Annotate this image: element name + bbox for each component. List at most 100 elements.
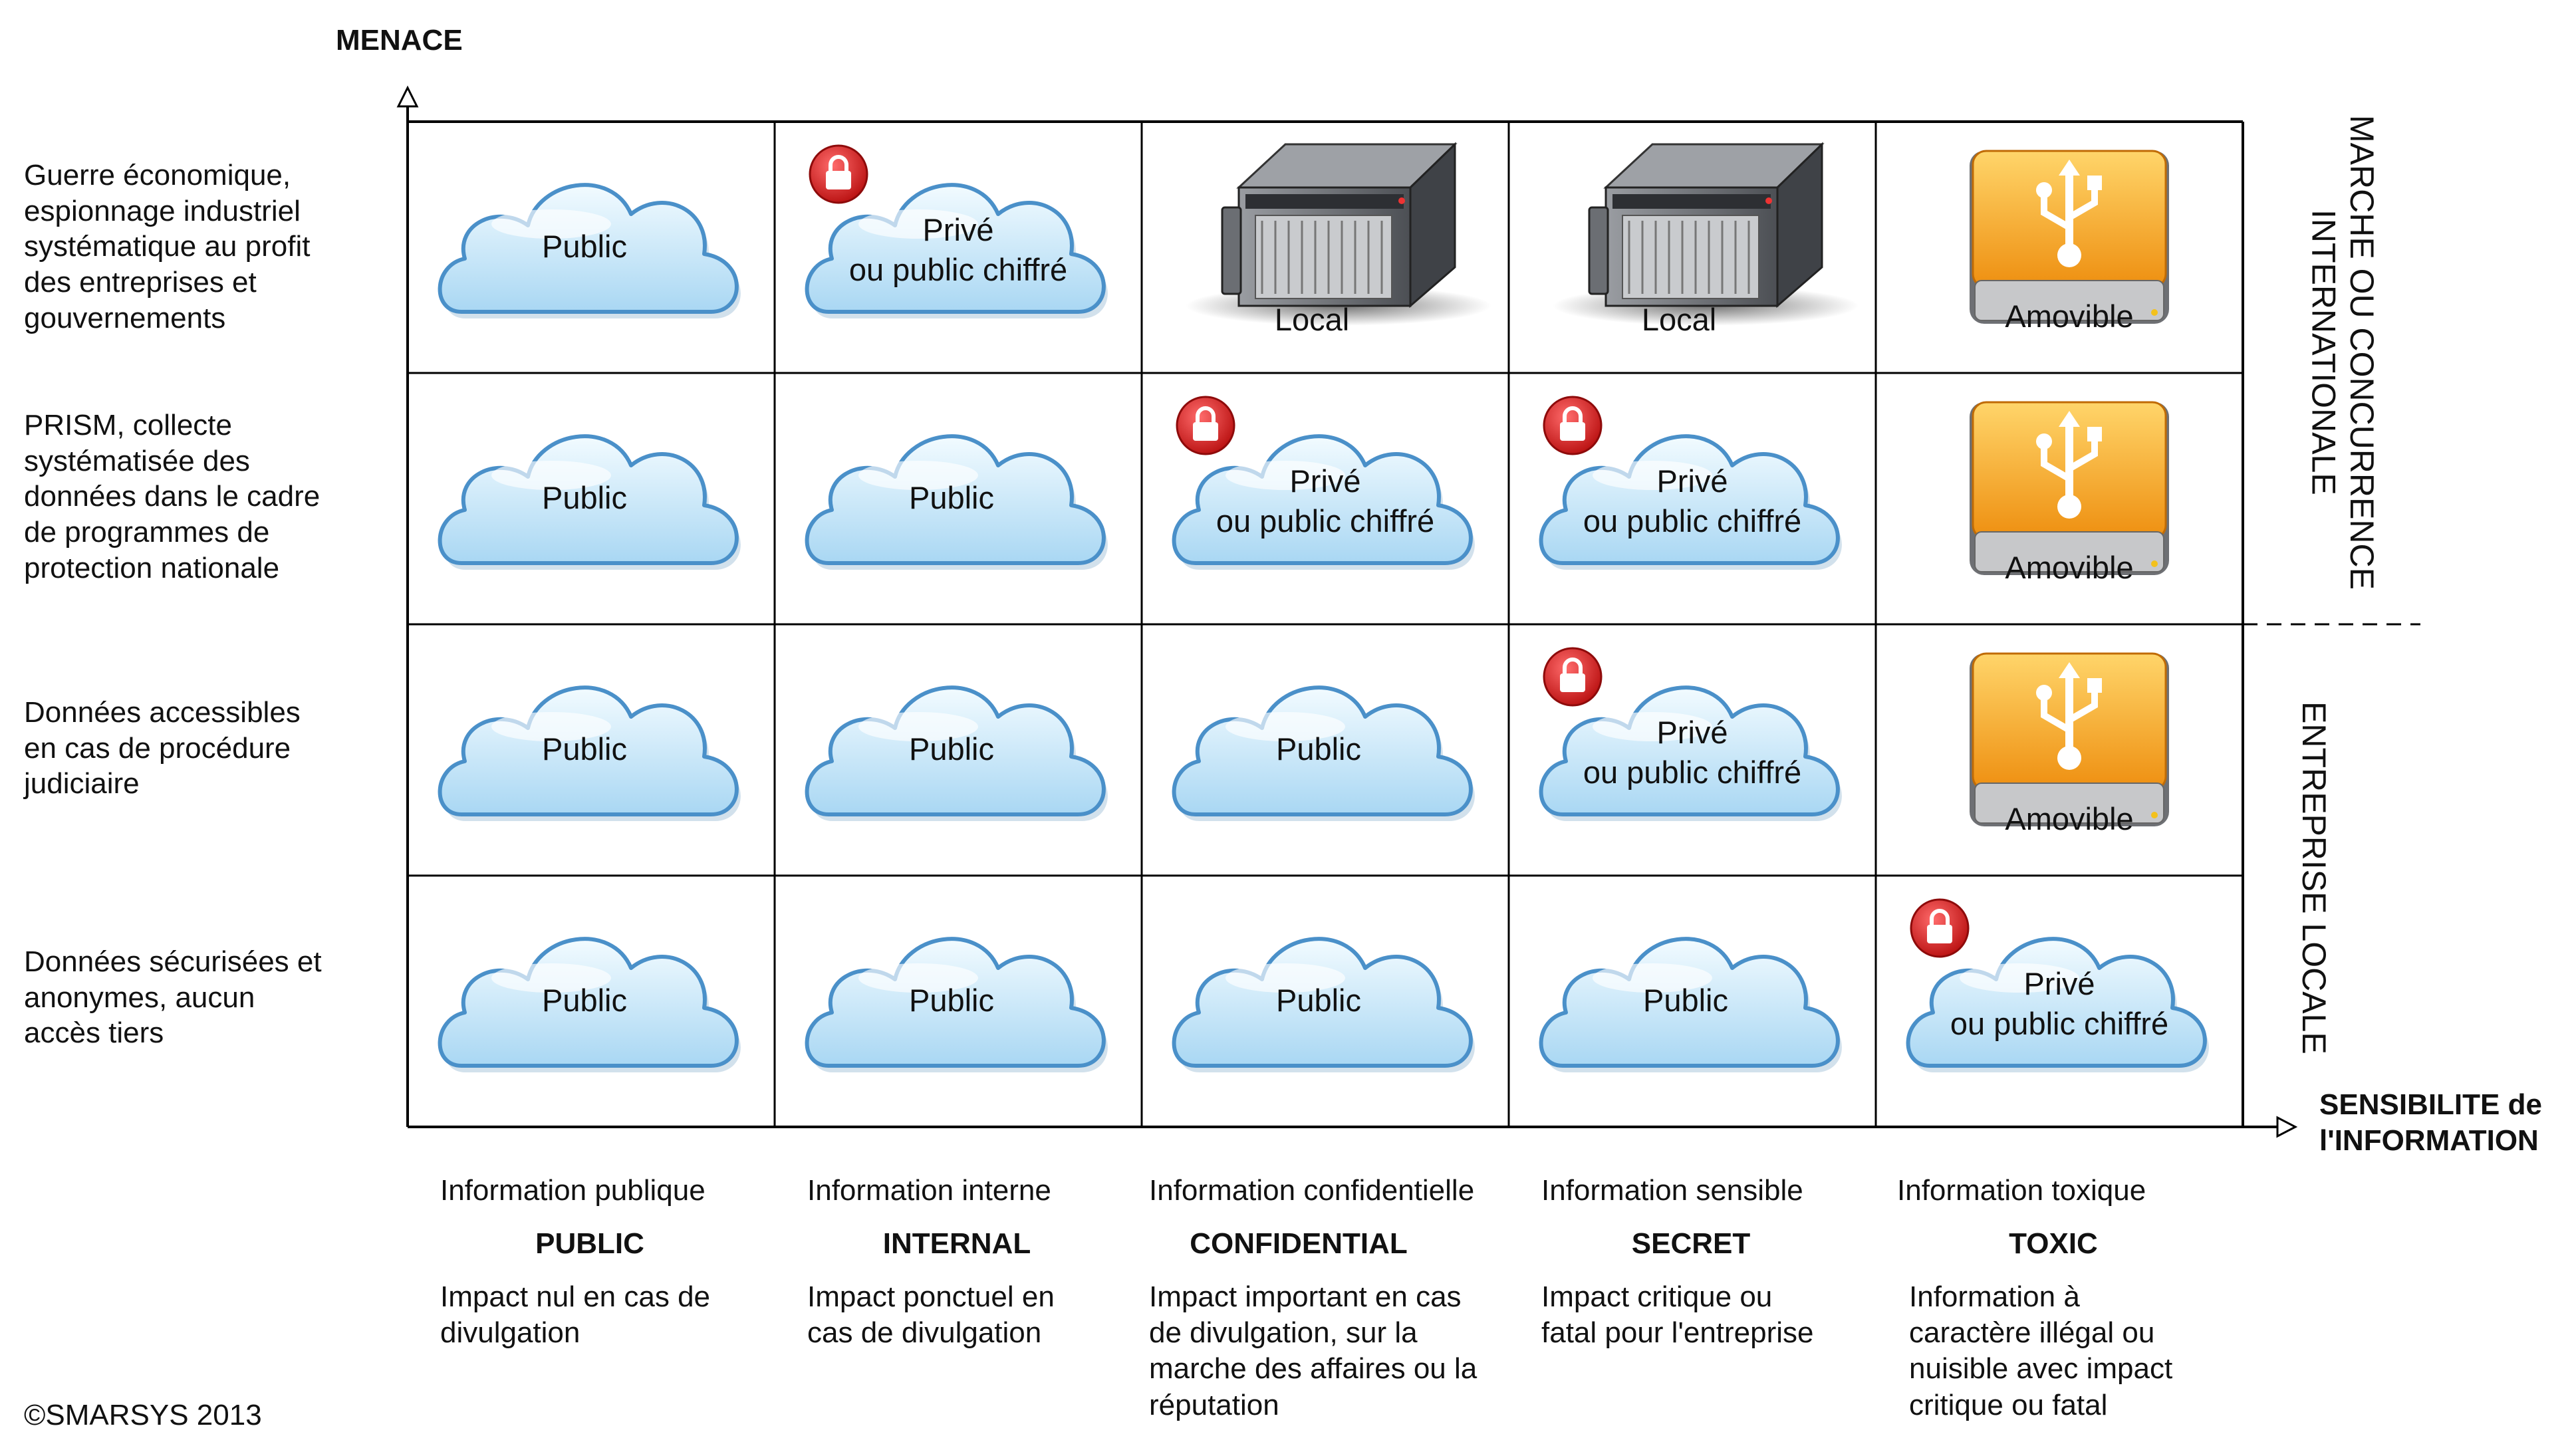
matrix-cell: Public xyxy=(438,685,741,821)
matrix-cell: Public xyxy=(1172,937,1475,1072)
lock-icon xyxy=(809,144,868,204)
sensitivity-impact-line: caractère illégal ou xyxy=(1909,1316,2155,1350)
lock-shackle xyxy=(1196,406,1216,423)
drive-label-plate xyxy=(1974,280,2164,321)
matrix-cell: Amovible xyxy=(1970,652,2169,836)
x-axis-title-line1: SENSIBILITE de xyxy=(2319,1088,2542,1121)
matrix-cell: Local xyxy=(1553,142,1859,337)
sensitivity-impact-line: Impact nul en cas de xyxy=(440,1280,711,1314)
lock-shackle xyxy=(1563,406,1583,423)
drive-label: Amovible xyxy=(2005,550,2133,585)
usb-branch-right xyxy=(2067,437,2098,472)
cloud-icon xyxy=(438,434,741,570)
usb-branch-left xyxy=(2041,698,2071,733)
usb-dot xyxy=(2036,182,2052,198)
cloud-highlight xyxy=(491,712,611,741)
lock-shackle xyxy=(829,155,848,172)
drive-label-plate xyxy=(1974,531,2164,572)
sensitivity-impact-line: critique ou fatal xyxy=(1909,1388,2108,1421)
lock-body xyxy=(1927,925,1952,943)
usb-branch-left xyxy=(2041,447,2071,482)
sensitivity-impact-line: de divulgation, sur la xyxy=(1149,1316,1418,1350)
usb-tip xyxy=(2059,160,2080,176)
cloud-highlight xyxy=(858,461,978,490)
usb-square xyxy=(2087,427,2102,441)
sensitivity-code: SECRET xyxy=(1631,1227,1751,1261)
server-icon xyxy=(1186,142,1491,326)
sensitivity-code: TOXIC xyxy=(2009,1227,2098,1261)
lock-shackle xyxy=(1563,658,1583,674)
cloud-highlight xyxy=(491,963,611,993)
cloud-label: ou public chiffré xyxy=(849,252,1067,287)
lock-body xyxy=(1193,422,1218,441)
matrix-cell: Public xyxy=(438,937,741,1072)
matrix-cell: Public xyxy=(438,434,741,570)
lock-icon xyxy=(1543,396,1603,455)
cloud-highlight xyxy=(1960,963,2079,993)
x-axis-arrow xyxy=(2276,1116,2298,1138)
threat-row-label-line: Guerre économique, xyxy=(24,159,291,191)
usb-symbol xyxy=(2036,411,2102,519)
cloud-icon xyxy=(805,434,1108,570)
matrix-cell: Local xyxy=(1186,142,1491,337)
matrix-cell: Public xyxy=(1172,685,1475,821)
cloud-label: Public xyxy=(1643,983,1728,1018)
cloud-label: ou public chiffré xyxy=(1583,755,1801,790)
cloud-highlight xyxy=(858,209,978,239)
cloud-body xyxy=(805,937,1106,1068)
threat-row-label-line: des entreprises et xyxy=(24,266,257,299)
cloud-icon xyxy=(1172,434,1475,570)
server-top-bay xyxy=(1612,194,1771,209)
sensitivity-impact-line: nuisible avec impact xyxy=(1909,1352,2173,1386)
cloud-highlight xyxy=(1225,461,1345,490)
sensitivity-impact-line: divulgation xyxy=(440,1316,580,1350)
matrix-cell: Privé ou public chiffré xyxy=(805,144,1108,318)
usb-drive-icon xyxy=(1970,652,2169,826)
threat-row-label-line: Données sécurisées et xyxy=(24,945,322,978)
cloud-icon xyxy=(1906,937,2209,1072)
cloud-body xyxy=(438,434,739,565)
cloud-icon xyxy=(1172,937,1475,1072)
x-axis-title: SENSIBILITE de l'INFORMATION xyxy=(2319,1087,2542,1158)
lock-body xyxy=(826,171,851,189)
sensitivity-name: Information interne xyxy=(807,1174,1051,1207)
cloud-icon xyxy=(805,183,1108,318)
threat-row-label-line: judiciaire xyxy=(24,767,140,800)
server-label: Local xyxy=(1275,302,1349,337)
usb-dot xyxy=(2036,685,2052,701)
usb-base-dot xyxy=(2057,495,2081,519)
cloud-label: Privé xyxy=(922,212,993,247)
cloud-icon xyxy=(805,685,1108,821)
drive-label: Amovible xyxy=(2005,801,2133,836)
right-label-international: MARCHE OU CONCURRENCE INTERNATIONALE xyxy=(2287,113,2381,592)
usb-symbol xyxy=(2036,160,2102,267)
sensitivity-code: PUBLIC xyxy=(535,1227,644,1261)
drive-label: Amovible xyxy=(2005,299,2133,334)
cloud-body xyxy=(438,937,739,1068)
cloud-highlight xyxy=(491,209,611,239)
cloud-body xyxy=(1539,937,1840,1068)
cloud-icon xyxy=(805,937,1108,1072)
threat-row-label-line: de programmes de xyxy=(24,516,270,549)
y-axis-arrow xyxy=(396,85,419,108)
threat-row-label-line: Données accessibles xyxy=(24,696,301,729)
x-axis-title-line2: l'INFORMATION xyxy=(2319,1124,2539,1157)
sensitivity-name: Information confidentielle xyxy=(1149,1174,1475,1207)
sensitivity-code: INTERNAL xyxy=(882,1227,1031,1261)
matrix-cell: Public xyxy=(805,937,1108,1072)
cloud-body xyxy=(805,685,1106,816)
usb-branch-left xyxy=(2041,195,2071,231)
right-label-international-line2: INTERNATIONALE xyxy=(2305,209,2343,495)
sensitivity-impact-line: fatal pour l'entreprise xyxy=(1541,1316,1814,1350)
cloud-highlight xyxy=(491,461,611,490)
